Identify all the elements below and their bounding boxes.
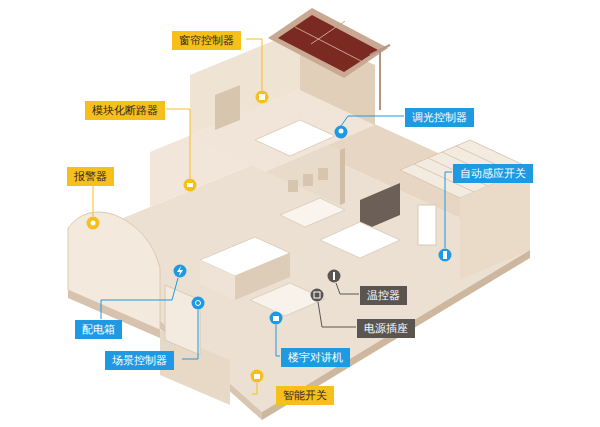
label-text: 模块化断路器 [92, 104, 158, 117]
side-wall [460, 168, 530, 280]
label-text: 配电箱 [82, 323, 115, 336]
leader-lines [93, 39, 262, 394]
sofa [280, 198, 345, 227]
label-text: 自动感应开关 [460, 167, 526, 180]
solar-panel [278, 15, 378, 72]
kitchen-counter [200, 260, 235, 300]
garage-base [68, 290, 160, 338]
callout-label: 智能开关 [276, 386, 334, 405]
callout-label: 调光控制器 [405, 108, 474, 127]
callout-label: 自动感应开关 [453, 164, 533, 183]
roof [268, 8, 388, 78]
antenna-mast [379, 50, 381, 110]
callout-label: 模块化断路器 [85, 101, 165, 120]
callout-label: 楼宇对讲机 [281, 348, 350, 367]
label-text: 智能开关 [283, 389, 327, 402]
frame [288, 180, 298, 192]
callout-label: 配电箱 [75, 320, 122, 339]
leader-lines [318, 283, 359, 327]
door [418, 205, 436, 245]
dining-table [250, 283, 325, 316]
callout-label: 场景控制器 [105, 351, 174, 370]
label-text: 调光控制器 [412, 111, 467, 124]
sofa [320, 222, 400, 258]
antenna [370, 45, 390, 55]
fridge [165, 285, 200, 355]
frame [318, 168, 328, 180]
callout-label: 温控器 [360, 286, 407, 305]
label-text: 窗帘控制器 [179, 34, 234, 47]
slab-edge [262, 250, 530, 420]
label-text: 楼宇对讲机 [288, 351, 343, 364]
window [215, 85, 240, 130]
leader-lines [101, 116, 452, 359]
partition-edge [340, 148, 345, 205]
panel-grid [311, 21, 345, 44]
callout-label: 报警器 [67, 167, 114, 186]
callout-label: 窗帘控制器 [172, 31, 241, 50]
label-text: 温控器 [367, 289, 400, 302]
label-text: 报警器 [74, 170, 107, 183]
label-text: 场景控制器 [112, 354, 167, 367]
callout-label: 电源插座 [357, 319, 415, 338]
device-icons [87, 91, 452, 383]
label-text: 电源插座 [364, 322, 408, 335]
frame [303, 174, 313, 186]
bed [255, 120, 335, 156]
